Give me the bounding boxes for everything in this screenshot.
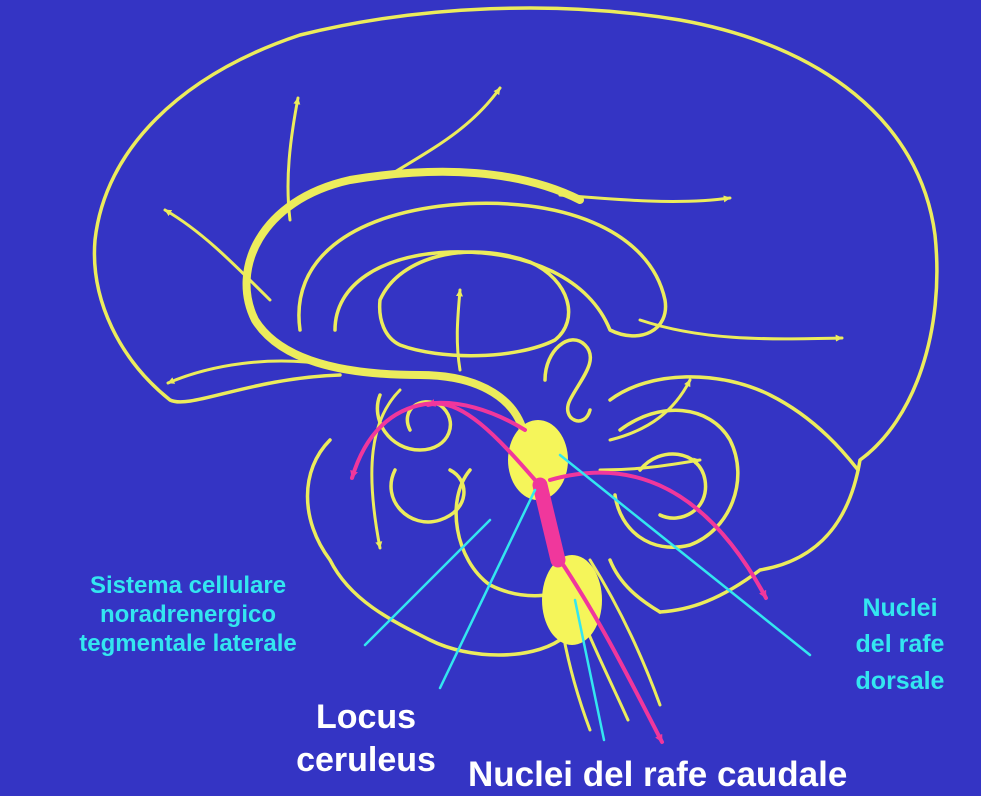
projection-parietal: [560, 195, 730, 201]
locus-label-line-1: Locus: [286, 696, 446, 739]
dorsal-label-line-3: dorsale: [820, 663, 980, 699]
caudal-raphe-nucleus: [542, 555, 602, 645]
fornix-loop: [545, 340, 590, 421]
dorsal-raphe-label: Nuclei del rafe dorsale: [820, 590, 980, 699]
projection-septal: [457, 290, 460, 370]
locus-label-line-2: ceruleus: [286, 739, 446, 782]
tegmental-label-line-2: noradrenergico: [18, 601, 358, 630]
pointer-dorsal-raphe: [560, 455, 810, 655]
tegmental-label-line-1: Sistema cellulare: [18, 572, 358, 601]
projection-occipital: [640, 320, 842, 339]
locus-ceruleus-bundle: [540, 485, 558, 560]
locus-ceruleus-label: Locus ceruleus: [286, 696, 446, 781]
caudal-raphe-label: Nuclei del rafe caudale: [468, 754, 847, 796]
tegmental-system-label: Sistema cellulare noradrenergico tegment…: [18, 572, 358, 658]
pointer-locus: [440, 490, 535, 688]
projection-dorsal-2: [390, 88, 500, 175]
pointer-tegmental: [365, 520, 490, 645]
dorsal-label-line-2: del rafe: [820, 626, 980, 662]
noradrenergic-descending: [560, 560, 662, 742]
brain-outline: [94, 8, 936, 655]
thalamus-outline: [380, 252, 569, 356]
dorsal-label-line-1: Nuclei: [820, 590, 980, 626]
projection-frontal-ventral: [168, 361, 330, 383]
cortex-outline: [94, 8, 936, 612]
tegmental-label-line-3: tegmentale laterale: [18, 630, 358, 659]
corpus-callosum-arc: [299, 203, 666, 336]
limbic-convolution: [377, 395, 464, 522]
